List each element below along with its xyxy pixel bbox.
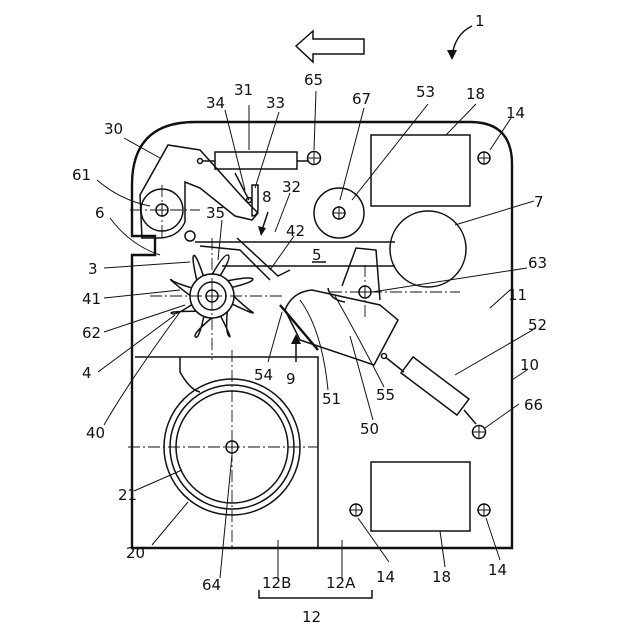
label-67: 67 [352,90,371,108]
guide-plate [237,238,290,276]
screw-bottom-mid [350,504,362,516]
wheel-tooth [212,255,229,276]
label-6: 6 [95,204,105,222]
label-51: 51 [322,390,341,408]
label-66: 66 [524,396,543,414]
label-34: 34 [206,94,225,112]
label-41: 41 [82,290,101,308]
label-65: 65 [304,71,323,89]
label-62: 62 [82,324,101,342]
label-18-top: 18 [466,85,485,103]
guide-pin [185,231,195,241]
spring-52 [382,354,477,425]
label-40: 40 [86,424,105,442]
spring-end [198,159,203,164]
screw-top-right [478,152,490,164]
wheel-tooth [232,296,253,313]
cutter-hook [252,185,258,216]
label-54: 54 [254,366,273,384]
roller-pin [333,207,345,219]
label-14-top: 14 [506,104,525,122]
supply-roll [390,211,466,287]
label-18-bottom: 18 [432,568,451,586]
label-52: 52 [528,316,547,334]
screw-bottom-right [478,504,490,516]
arrow-8 [258,212,268,236]
label-3: 3 [88,260,98,278]
label-53: 53 [416,83,435,101]
wheel-tooth [195,316,212,337]
label-42: 42 [286,222,305,240]
label-64: 64 [202,576,221,594]
left-arrow-icon [296,31,364,62]
label-21: 21 [118,486,137,504]
label-35: 35 [206,204,225,222]
battery-top [371,135,470,206]
label-50: 50 [360,420,379,438]
label-12A: 12A [326,574,356,592]
pin-65 [308,152,321,165]
label-12B: 12B [262,574,291,592]
pin-66 [473,426,486,439]
label-5: 5 [312,246,322,264]
label-31: 31 [234,81,253,99]
arrow-1 [447,26,472,60]
label-33: 33 [266,94,285,112]
label-14-bottom-right: 14 [488,561,507,579]
label-63: 63 [528,254,547,272]
label-10: 10 [520,356,539,374]
label-14-bottom-mid: 14 [376,568,395,586]
label-9: 9 [286,370,296,388]
label-55: 55 [376,386,395,404]
label-1: 1 [475,12,485,30]
label-61: 61 [72,166,91,184]
outer-housing [132,122,512,548]
label-30: 30 [104,120,123,138]
frame-notch [180,357,200,392]
spring-cylinder [215,152,297,169]
label-7: 7 [534,193,544,211]
label-20: 20 [126,544,145,562]
label-12: 12 [302,608,321,626]
guide-lower [200,246,270,280]
label-4: 4 [82,364,92,382]
wheel-tooth [171,279,192,295]
battery-bottom [371,462,470,531]
label-11: 11 [508,286,527,304]
label-8: 8 [262,188,272,206]
label-32: 32 [282,178,301,196]
